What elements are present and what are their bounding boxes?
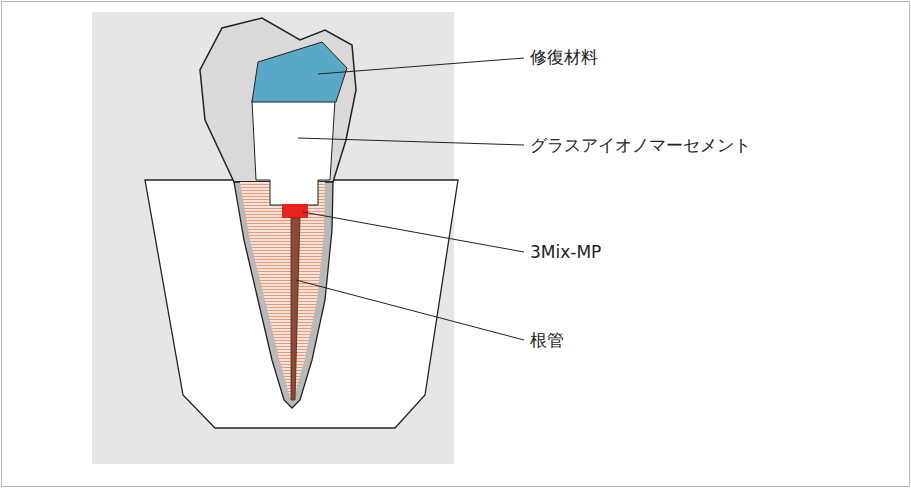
part-label: 修復材料 (530, 47, 598, 67)
3mix-mp-layer (282, 204, 308, 218)
part-label: 3Mix-MP (530, 242, 601, 262)
leader-line (298, 138, 524, 145)
part-label: グラスアイオノマーセメント (530, 135, 751, 155)
glass-ionomer-fill (252, 100, 335, 205)
leader-line (303, 212, 524, 252)
root-outline (234, 182, 333, 408)
dentin (240, 182, 325, 398)
leader-line (296, 280, 524, 340)
restoration (252, 42, 347, 102)
bone-outline (145, 180, 458, 428)
root-canal (291, 218, 300, 400)
part-label: 根管 (530, 330, 564, 350)
leader-line (318, 58, 524, 74)
